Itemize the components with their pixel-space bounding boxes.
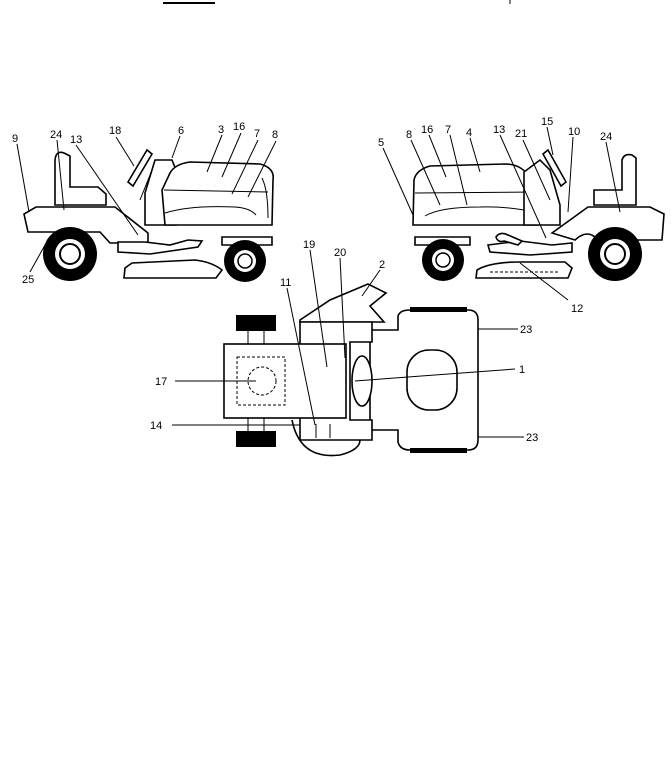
right-steering-wheel (541, 148, 568, 188)
callout-24-right: 24 (600, 131, 612, 143)
left-footrest (117, 239, 204, 255)
callout-7-left: 7 (254, 128, 260, 140)
left-grille-line (261, 177, 269, 219)
callout-24-left: 24 (50, 129, 62, 141)
top-hood-oval-decal (406, 349, 458, 411)
callout-23-lower: 23 (526, 432, 538, 444)
left-hood (161, 161, 275, 226)
callout-2: 2 (379, 259, 385, 271)
callout-21: 21 (515, 128, 527, 140)
callout-7-right: 7 (445, 124, 451, 136)
left-rear-fender (23, 206, 149, 244)
callout-16-right: 16 (421, 124, 433, 136)
top-seat-oval (351, 355, 373, 407)
callout-25: 25 (22, 274, 34, 286)
callout-8-left: 8 (272, 129, 278, 141)
right-hood-curve (424, 206, 539, 217)
top-leader-lines (172, 249, 524, 438)
right-mower-deck (475, 261, 573, 279)
callout-4: 4 (466, 127, 472, 139)
callout-8-right: 8 (406, 129, 412, 141)
left-hood-curve (164, 206, 257, 216)
right-seat (593, 153, 637, 206)
callout-12: 12 (571, 303, 583, 315)
callout-14: 14 (150, 420, 162, 432)
callout-15: 15 (541, 116, 553, 128)
callout-numbers: 9 24 13 18 6 3 16 7 8 25 5 8 16 7 4 13 2… (12, 116, 612, 444)
callout-9: 9 (12, 133, 18, 145)
callout-23-upper: 23 (520, 324, 532, 336)
callout-16-left: 16 (233, 121, 245, 133)
callout-10: 10 (568, 126, 580, 138)
callout-11: 11 (280, 277, 291, 289)
callout-18: 18 (109, 125, 121, 137)
top-view-tractor (223, 283, 479, 457)
callout-13-left: 13 (70, 134, 82, 146)
right-lever (495, 232, 524, 246)
callout-20: 20 (334, 247, 346, 259)
callout-6: 6 (178, 125, 184, 137)
callout-1: 1 (519, 364, 525, 376)
right-leader-lines (382, 126, 621, 301)
callout-17: 17 (155, 376, 167, 388)
right-hood (412, 163, 539, 226)
left-mower-deck (123, 259, 224, 279)
right-rear-fender (550, 206, 665, 241)
callout-3: 3 (218, 124, 224, 136)
right-footrest (486, 240, 573, 256)
callout-19: 19 (303, 239, 315, 251)
callout-5: 5 (378, 137, 384, 149)
top-front-tire-lower (410, 448, 467, 453)
top-rear-tire-lower (236, 431, 276, 447)
right-hood-line (414, 191, 539, 194)
callout-13-right: 13 (493, 124, 505, 136)
left-tractor-side-view (23, 148, 275, 282)
top-rear-tire-upper (236, 315, 276, 331)
top-dashed-decal-circle (247, 366, 277, 396)
left-seat (54, 151, 107, 206)
right-tractor-side-view (412, 148, 665, 281)
left-leader-lines (16, 132, 277, 273)
top-front-tire-upper (410, 307, 467, 312)
left-steering-wheel (126, 148, 154, 188)
